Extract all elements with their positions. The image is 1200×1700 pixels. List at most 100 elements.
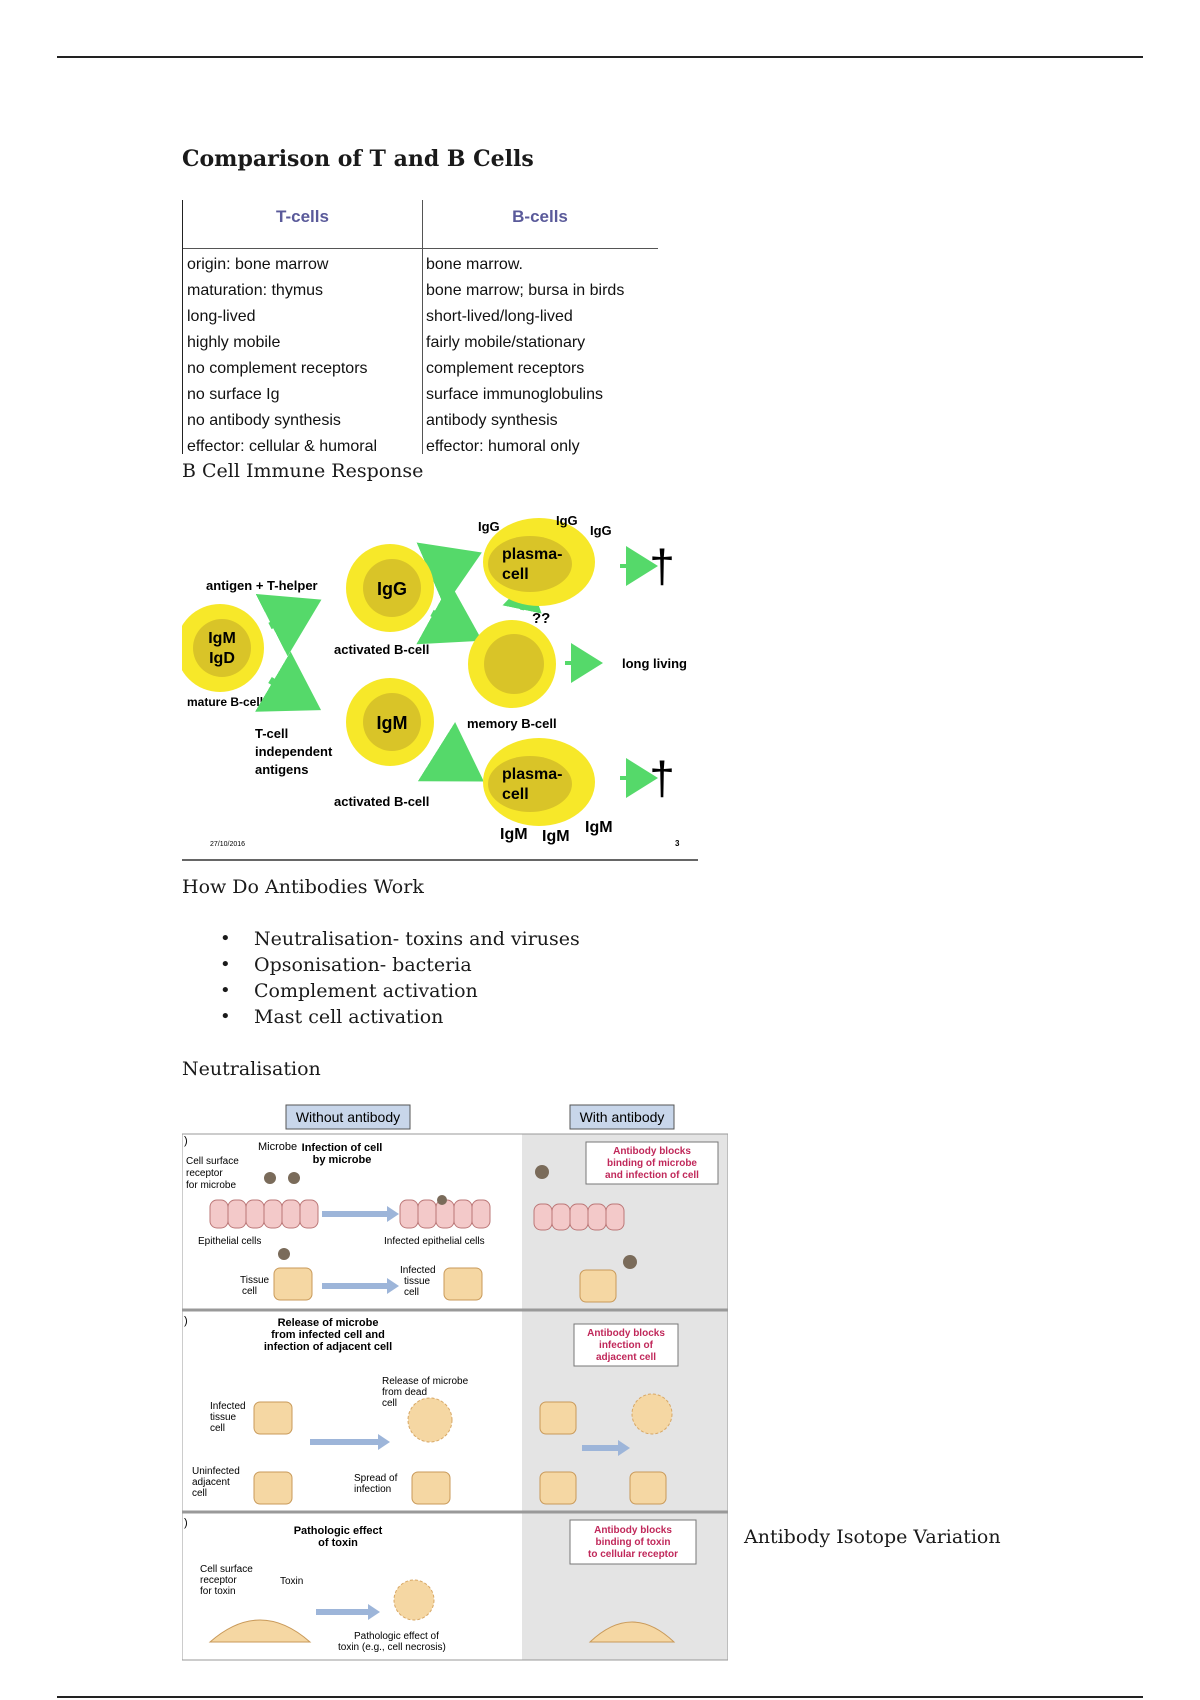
uninfected-label: cell (192, 1488, 207, 1499)
igg-label: IgG (556, 513, 578, 528)
plasma-cell: plasma- cell (483, 518, 595, 606)
table-cell: long-lived (187, 308, 256, 325)
igg-label: IgG (590, 523, 612, 538)
panel-title: by microbe (313, 1154, 372, 1166)
activated-label: activated B-cell (334, 794, 429, 809)
receptor-label: for toxin (200, 1586, 236, 1597)
arrow (416, 583, 483, 645)
toxin-label: Toxin (280, 1576, 303, 1587)
receptor-label: Cell surface (186, 1156, 239, 1167)
table-cell: maturation: thymus (187, 282, 324, 299)
table-cell: no complement receptors (187, 360, 368, 377)
igg-label: IgG (478, 519, 500, 534)
table-cell: short-lived/long-lived (426, 308, 573, 325)
panel-title: Release of microbe (278, 1317, 379, 1329)
activated-igm-cell: IgM (346, 678, 434, 766)
effect-label: toxin (e.g., cell necrosis) (338, 1642, 446, 1653)
table-cell: antibody synthesis (426, 412, 558, 429)
block-label: infection of (599, 1340, 654, 1351)
tissue-label: cell (242, 1286, 257, 1297)
table-cell: effector: humoral only (426, 438, 580, 455)
plasma-label: plasma- (502, 546, 562, 563)
igg-label: IgG (377, 579, 407, 599)
receptor-label: receptor (200, 1575, 237, 1586)
epithelial-label: Epithelial cells (198, 1236, 261, 1247)
panel-marker: ) (184, 1517, 188, 1529)
b-cell-response-diagram: IgM IgD mature B-cell antigen + T-helper… (182, 508, 702, 862)
block-label: Antibody blocks (613, 1146, 691, 1157)
panel-marker: ) (184, 1135, 188, 1147)
receptor-label: receptor (186, 1168, 223, 1179)
arrow (417, 722, 484, 782)
without-antibody-label: Without antibody (296, 1109, 400, 1125)
tissue-label: Tissue (240, 1275, 270, 1286)
top-rule (57, 56, 1143, 58)
table-cell: bone marrow; bursa in birds (426, 282, 625, 299)
block-label: adjacent cell (596, 1352, 656, 1363)
t-cells-column: T-cells origin: bone marrow maturation: … (182, 200, 423, 455)
receptor-label: for microbe (186, 1180, 236, 1191)
table-cell: complement receptors (426, 360, 585, 377)
panel-marker: ) (184, 1315, 188, 1327)
spread-label: Spread of (354, 1473, 398, 1484)
panel-c: ) Pathologic effect of toxin Cell surfac… (184, 1517, 697, 1653)
panel-title: of toxin (318, 1537, 358, 1549)
panel-b: ) Release of microbe from infected cell … (184, 1315, 679, 1505)
igd-label: IgD (209, 650, 235, 667)
b-cells-column: B-cells bone marrow. bone marrow; bursa … (422, 200, 658, 455)
infected-epithelial-label: Infected epithelial cells (384, 1236, 485, 1247)
uninfected-label: Uninfected (192, 1466, 240, 1477)
memory-b-cell (468, 620, 556, 708)
plasma-cell: plasma- cell (483, 738, 595, 826)
microbe-label: Microbe (258, 1141, 297, 1153)
isotype-heading: Antibody Isotope Variation (744, 1526, 1001, 1548)
infected-tissue-label: cell (404, 1287, 419, 1298)
antibody-functions-list: Neutralisation- toxins and viruses Opson… (220, 926, 580, 1030)
infected-tissue-label: cell (210, 1423, 225, 1434)
antibodies-heading: How Do Antibodies Work (182, 876, 424, 898)
table-cell: no antibody synthesis (187, 412, 341, 429)
list-item: Mast cell activation (220, 1004, 580, 1030)
long-living-label: long living (622, 656, 687, 671)
plasma-label: plasma- (502, 766, 562, 783)
table-header-row (182, 200, 658, 249)
infected-tissue-label: tissue (210, 1412, 237, 1423)
infected-tissue-label: Infected (400, 1265, 436, 1276)
without-antibody-header (285, 1104, 411, 1130)
b-cells-header: B-cells (512, 207, 568, 226)
mature-b-cell: IgM IgD (182, 604, 264, 692)
table-cell: highly mobile (187, 334, 281, 351)
memory-label: memory B-cell (467, 716, 557, 731)
with-antibody-header (569, 1104, 675, 1130)
table-cell: fairly mobile/stationary (426, 334, 586, 351)
block-label: to cellular receptor (588, 1549, 678, 1560)
infected-tissue-label: Infected (210, 1401, 246, 1412)
t-independent-label: T-cell (255, 726, 288, 741)
uncertain-label: ?? (532, 610, 550, 627)
activated-igg-cell: IgG (346, 544, 434, 632)
infected-tissue-label: tissue (404, 1276, 431, 1287)
comparison-table: T-cells origin: bone marrow maturation: … (182, 200, 658, 455)
with-antibody-label: With antibody (580, 1109, 665, 1125)
igm-label: IgM (208, 630, 236, 647)
spread-label: infection (354, 1484, 391, 1495)
list-item: Neutralisation- toxins and viruses (220, 926, 580, 952)
effect-label: Pathologic effect of (354, 1631, 439, 1642)
igm-label: IgM (585, 819, 613, 836)
table-cell: origin: bone marrow (187, 256, 329, 273)
panel-title: Infection of cell (302, 1142, 383, 1154)
panel-title: from infected cell and (271, 1329, 385, 1341)
release-label: cell (382, 1398, 397, 1409)
plasma-label: cell (502, 566, 529, 583)
table-cell: surface immunoglobulins (426, 386, 603, 403)
slide-date: 27/10/2016 (210, 841, 245, 848)
t-independent-label: independent (255, 744, 333, 759)
b-cell-caption: B Cell Immune Response (182, 460, 424, 482)
release-label: Release of microbe (382, 1376, 469, 1387)
arrow (255, 651, 322, 712)
block-label: binding of microbe (607, 1158, 697, 1169)
t-cells-header: T-cells (276, 207, 329, 226)
block-label: Antibody blocks (594, 1525, 672, 1536)
block-label: and infection of cell (605, 1170, 699, 1181)
mature-label: mature B-cell (187, 695, 263, 709)
